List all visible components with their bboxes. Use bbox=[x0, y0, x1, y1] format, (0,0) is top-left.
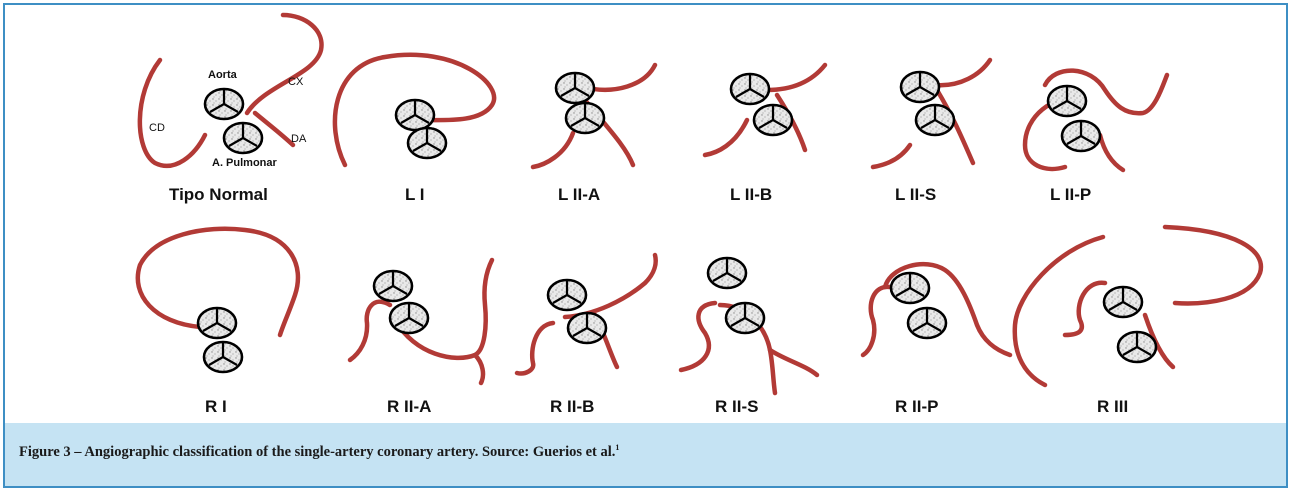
caption-text: Figure 3 – Angiographic classification o… bbox=[19, 444, 615, 460]
pulmonary-valve bbox=[726, 303, 764, 333]
pulmonary-valve bbox=[916, 105, 954, 135]
panel-label: Tipo Normal bbox=[169, 185, 268, 204]
artery bbox=[873, 145, 910, 167]
annotation-cx: CX bbox=[288, 76, 304, 88]
panel-label: L II-P bbox=[1050, 185, 1091, 204]
caption-reference: 1 bbox=[615, 443, 619, 452]
figure-caption: Figure 3 – Angiographic classification o… bbox=[5, 423, 1286, 486]
artery bbox=[350, 302, 390, 360]
artery-cd bbox=[140, 60, 205, 166]
pulmonary-valve bbox=[568, 313, 606, 343]
panel-label: R II-B bbox=[550, 397, 594, 416]
aorta-valve bbox=[205, 89, 243, 119]
annotation-pulmonar: A. Pulmonar bbox=[212, 157, 278, 169]
pulmonary-valve bbox=[224, 123, 262, 153]
artery bbox=[475, 355, 483, 383]
panel-r-i: R I bbox=[138, 229, 298, 416]
pulmonary-valve bbox=[908, 308, 946, 338]
panel-l-i: L I bbox=[335, 55, 494, 204]
panel-tipo-normal: Aorta CX CD DA A. Pulmonar Tipo Normal bbox=[140, 15, 322, 204]
panel-l-ii-b: L II-B bbox=[705, 65, 825, 204]
panel-label: L II-B bbox=[730, 185, 772, 204]
artery bbox=[1100, 135, 1123, 170]
panel-label: R I bbox=[205, 397, 227, 416]
aorta-valve bbox=[396, 100, 434, 130]
panel-r-ii-p: R II-P bbox=[863, 264, 1010, 416]
panel-r-ii-s: R II-S bbox=[681, 258, 817, 416]
annotation-cd: CD bbox=[149, 122, 165, 134]
panel-label: L I bbox=[405, 185, 425, 204]
artery bbox=[935, 60, 990, 85]
panel-r-iii: R III bbox=[1015, 227, 1261, 416]
aorta-valve bbox=[198, 308, 236, 338]
aorta-valve bbox=[374, 271, 412, 301]
artery bbox=[533, 133, 573, 167]
panel-label: L II-A bbox=[558, 185, 600, 204]
annotation-da: DA bbox=[291, 133, 307, 145]
pulmonary-valve bbox=[566, 103, 604, 133]
aorta-valve bbox=[901, 72, 939, 102]
pulmonary-valve bbox=[204, 342, 242, 372]
aorta-valve bbox=[548, 280, 586, 310]
artery bbox=[863, 287, 890, 355]
artery bbox=[1015, 237, 1103, 385]
panel-r-ii-a: R II-A bbox=[350, 260, 492, 416]
aorta-valve bbox=[891, 273, 929, 303]
pulmonary-valve bbox=[754, 105, 792, 135]
aorta-valve bbox=[1104, 287, 1142, 317]
pulmonary-valve bbox=[1062, 121, 1100, 151]
panel-l-ii-s: L II-S bbox=[873, 60, 990, 204]
artery bbox=[1065, 283, 1105, 335]
artery-cx bbox=[247, 15, 322, 113]
aorta-valve bbox=[556, 73, 594, 103]
panel-l-ii-p: L II-P bbox=[1025, 71, 1167, 204]
artery bbox=[517, 323, 553, 373]
artery bbox=[705, 120, 747, 155]
figure-frame: Aorta CX CD DA A. Pulmonar Tipo Normal L… bbox=[3, 3, 1288, 488]
panel-label: L II-S bbox=[895, 185, 936, 204]
pulmonary-valve bbox=[390, 303, 428, 333]
coronary-classification-diagram: Aorta CX CD DA A. Pulmonar Tipo Normal L… bbox=[5, 5, 1286, 425]
aorta-valve bbox=[731, 74, 769, 104]
artery bbox=[767, 65, 825, 90]
panel-label: R II-P bbox=[895, 397, 938, 416]
artery bbox=[770, 350, 817, 375]
panel-label: R II-S bbox=[715, 397, 758, 416]
artery bbox=[1165, 227, 1261, 303]
panel-label: R III bbox=[1097, 397, 1128, 416]
aorta-valve bbox=[708, 258, 746, 288]
aorta-valve bbox=[1048, 86, 1086, 116]
panel-label: R II-A bbox=[387, 397, 431, 416]
panel-l-ii-a: L II-A bbox=[533, 65, 655, 204]
annotation-aorta: Aorta bbox=[208, 69, 238, 81]
panel-r-ii-b: R II-B bbox=[517, 255, 656, 416]
artery bbox=[681, 303, 715, 370]
pulmonary-valve bbox=[408, 128, 446, 158]
pulmonary-valve bbox=[1118, 332, 1156, 362]
